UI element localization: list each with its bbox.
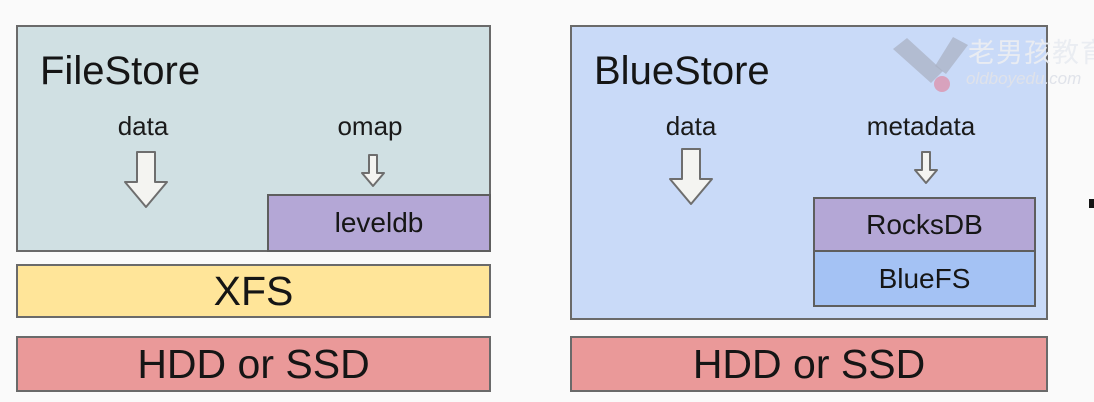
filestore-box: FileStore data omap leveldb bbox=[16, 25, 491, 252]
screen-edge-artifact bbox=[1089, 199, 1094, 208]
bluestore-device-label: HDD or SSD bbox=[692, 340, 926, 387]
bluestore-device-bar: HDD or SSD bbox=[570, 336, 1048, 392]
data-down-arrow-icon bbox=[124, 151, 168, 208]
filestore-device-label: HDD or SSD bbox=[137, 340, 370, 387]
bluestore-metadata-label: metadata bbox=[866, 111, 976, 141]
data-down-arrow-icon bbox=[669, 148, 713, 205]
xfs-label: XFS bbox=[213, 267, 294, 314]
bluefs-label: BlueFS bbox=[878, 262, 971, 294]
xfs-bar: XFS bbox=[16, 264, 491, 318]
filestore-omap-label: omap bbox=[337, 111, 403, 141]
bluestore-box: BlueStore data metadata RocksDB BlueFS bbox=[570, 25, 1048, 320]
watermark-brand-en: oldboyedu.com bbox=[966, 69, 1082, 88]
metadata-down-arrow-icon bbox=[914, 151, 938, 184]
rocksdb-label: RocksDB bbox=[866, 208, 983, 240]
leveldb-label: leveldb bbox=[334, 207, 424, 238]
oldboyedu-logo-icon bbox=[893, 37, 968, 92]
watermark-brand-cn: 老男孩教育 bbox=[968, 38, 1094, 68]
bluestore-title: BlueStore bbox=[594, 49, 770, 93]
leveldb-box: leveldb bbox=[267, 194, 491, 252]
filestore-device-bar: HDD or SSD bbox=[16, 336, 491, 392]
bluefs-box: BlueFS bbox=[813, 250, 1036, 307]
rocksdb-box: RocksDB bbox=[813, 197, 1036, 252]
filestore-title: FileStore bbox=[40, 49, 201, 93]
filestore-data-label: data bbox=[117, 111, 169, 141]
bluestore-data-label: data bbox=[665, 111, 717, 141]
omap-down-arrow-icon bbox=[361, 154, 385, 187]
